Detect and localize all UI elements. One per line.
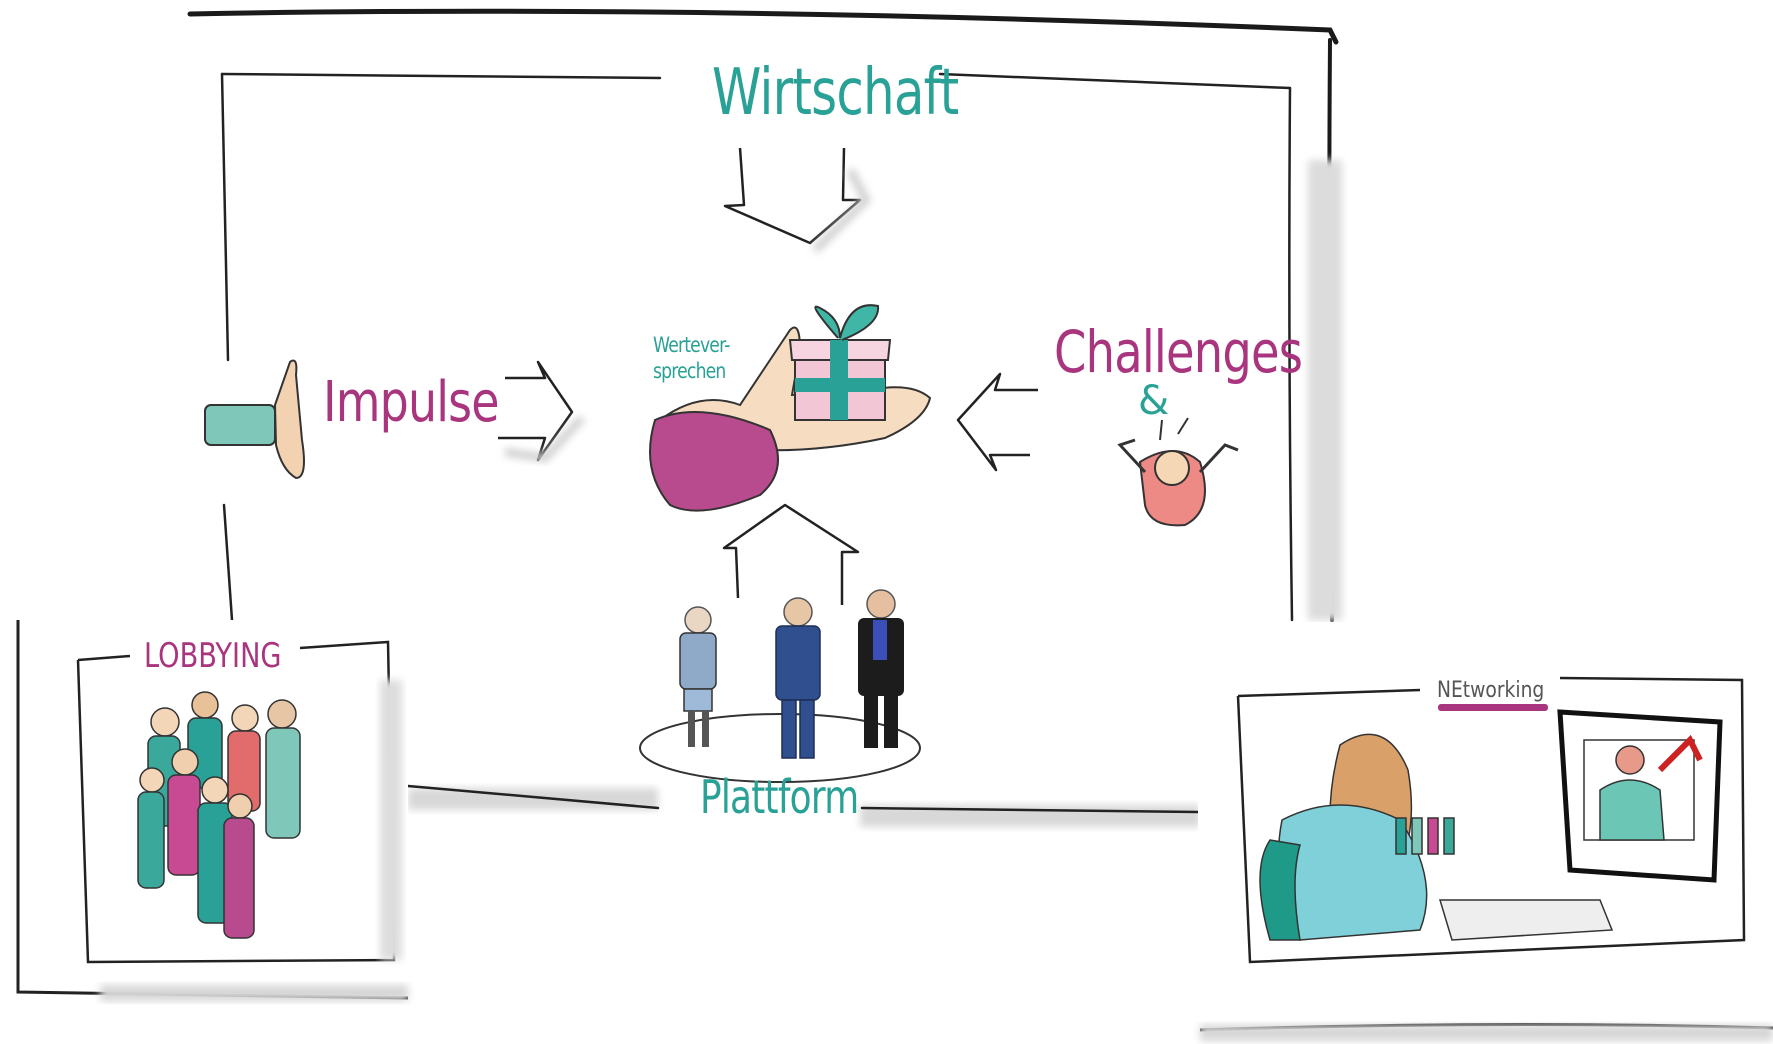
arrow-up-icon bbox=[722, 503, 860, 605]
label-networking: NEtworking bbox=[1437, 678, 1545, 703]
bottom-shadow-left bbox=[408, 788, 658, 810]
arrow-left-icon bbox=[956, 372, 1038, 472]
label-plattform: Plattform bbox=[700, 770, 859, 824]
networking-underline bbox=[1438, 704, 1548, 711]
gift-icon bbox=[649, 304, 932, 512]
label-lobbying: LOBBYING bbox=[144, 636, 282, 676]
arrow-right-icon bbox=[498, 360, 585, 463]
lab-scientist-icon bbox=[1259, 709, 1723, 941]
label-challenges: Challenges bbox=[1054, 318, 1303, 386]
label-ampersand: & bbox=[1138, 378, 1169, 424]
people-group-icon bbox=[137, 691, 301, 939]
hand-icon bbox=[204, 359, 305, 480]
inner-frame bbox=[220, 72, 1294, 814]
lobbying-inset bbox=[0, 620, 409, 1001]
people-group-icon bbox=[639, 589, 921, 783]
person-cheering-icon bbox=[1117, 417, 1239, 527]
outer-frame-shadow bbox=[1308, 160, 1342, 620]
arrow-down-icon bbox=[723, 147, 871, 253]
label-wirtschaft: Wirtschaft bbox=[712, 56, 959, 130]
label-werteversprechen-line2: sprechen bbox=[653, 359, 726, 383]
label-impulse: Impulse bbox=[323, 370, 500, 435]
label-werteversprechen-line1: Wertever- bbox=[653, 333, 730, 357]
label-werteversprechen: Wertever- sprechen bbox=[653, 332, 730, 384]
